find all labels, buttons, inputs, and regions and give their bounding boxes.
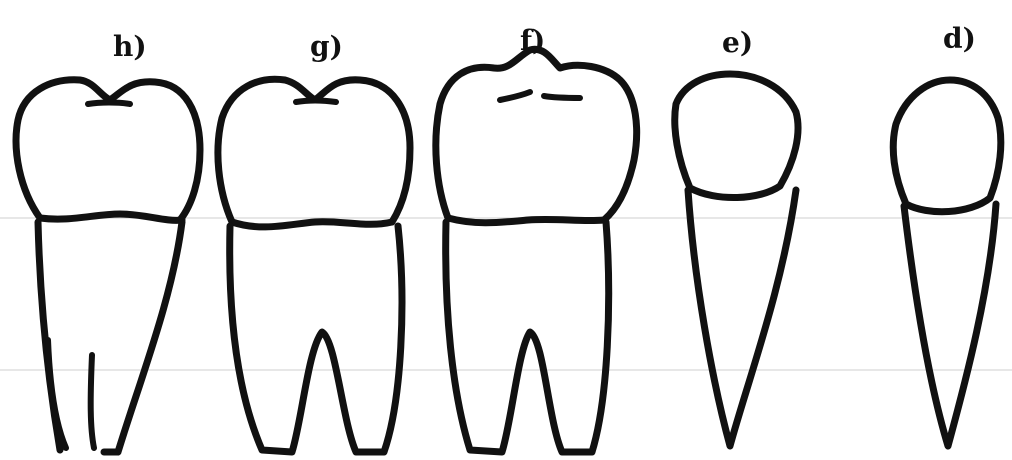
- tooth-g-root: [230, 226, 402, 452]
- tooth-h-fissure: [88, 103, 130, 105]
- tooth-g-fissure: [296, 101, 336, 103]
- tooth-h-cervical-line: [40, 214, 182, 220]
- tooth-g-cervical-line: [232, 222, 392, 227]
- tooth-f-root: [446, 222, 609, 452]
- tooth-f-cervical-line: [448, 218, 604, 223]
- tooth-e-root: [688, 190, 796, 446]
- tooth-e: e): [675, 26, 798, 446]
- tooth-d: d): [893, 22, 1001, 446]
- label-d: d): [943, 22, 976, 55]
- tooth-h-root-mesial: [91, 355, 94, 448]
- tooth-f-cusp-groove-right: [544, 96, 580, 98]
- tooth-h: h): [16, 30, 200, 452]
- label-g: g): [310, 30, 343, 63]
- tooth-f: f): [436, 24, 637, 452]
- tooth-f-cusp-groove-left: [500, 92, 530, 100]
- tooth-e-crown: [675, 74, 798, 198]
- tooth-d-crown: [893, 80, 1001, 212]
- tooth-d-root: [904, 204, 996, 446]
- tooth-g: g): [218, 30, 410, 452]
- label-h: h): [113, 30, 147, 63]
- tooth-f-crown: [436, 49, 637, 220]
- label-e: e): [722, 26, 753, 59]
